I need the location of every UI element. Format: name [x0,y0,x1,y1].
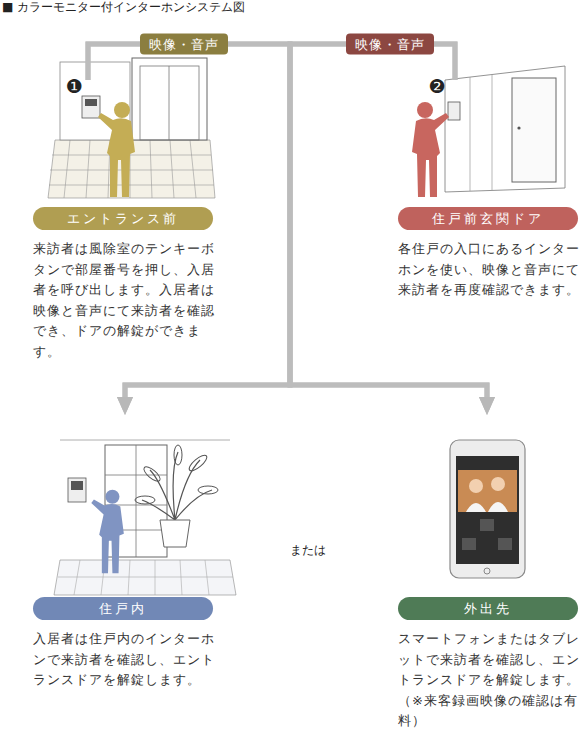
phone-screen [456,456,519,564]
scene-label-pill: 住戸前玄関ドア [398,207,578,230]
indoor-monitor [68,478,86,502]
plant-leaf [198,486,218,494]
floor-lines [58,560,233,595]
entrance-door [132,58,207,140]
scene-description: （※来客録画映像の確認は有料） [398,691,579,731]
front-door-illustration [412,66,565,197]
scene-description: 各住戸の入口にあるインターホンを使い、映像と音声にて来訪者を再度確認できます。 [398,239,579,301]
intercom-screen [85,99,97,106]
corridor-wall [445,66,565,192]
scene-outside: 外出先スマートフォンまたはタブレットで来訪者を確認し、エントランスドアを解錠しま… [395,415,579,731]
visitor-silhouette [412,102,449,197]
intercom-panel [82,96,100,118]
smartphone-illustration [450,440,525,578]
phone-body [450,440,525,578]
plant-leaf [187,453,209,473]
scene-label-pill: 住戸内 [33,597,213,620]
scene-description: 入居者は住戸内のインターホンで来訪者を確認し、エントランスドアを解錠します。 [33,629,216,691]
door-intercom [448,102,460,120]
scene-description: 来訪者は風除室のテンキーボタンで部屋番号を押し、入居者を呼び出します。入居者は映… [33,239,216,362]
visitor-face [469,479,483,493]
plant-leaf [174,445,182,465]
scene-entrance: エントランス前来訪者は風除室のテンキーボタンで部屋番号を押し、入居者を呼び出しま… [30,80,216,375]
callout-number: ❶ [65,75,82,97]
unit-door [512,78,556,182]
visitor-face [491,477,505,491]
signal-label: 映像・音声 [346,34,434,55]
camera-image [458,470,517,512]
ceiling-line [60,440,230,441]
scene-front-door: 住戸前玄関ドア各住戸の入口にあるインターホンを使い、映像と音声にて来訪者を再度確… [395,80,579,305]
door-knob [517,126,520,129]
app-button [498,538,512,550]
scene-indoor: 住戸内入居者は住戸内のインターホンで来訪者を確認し、エントランスドアを解錠します… [30,415,216,700]
app-button [480,519,494,531]
scene-description: スマートフォンまたはタブレットで来訪者を確認し、エントランスドアを解錠します。 [398,629,579,691]
diagram-title: ■ カラーモニター付インターホンシステム図 [2,0,245,15]
scene-label-pill: エントランス前 [33,207,213,230]
door-split [169,66,170,140]
plant-leaf [135,496,155,504]
entrance-illustration [48,58,215,198]
visitor-bodies [466,502,508,512]
resident-silhouette [91,490,124,574]
alternative-note: または [290,542,326,559]
floor [54,560,236,595]
plant-leaf [142,465,162,484]
indoor-illustration [54,440,236,595]
wall-lines [470,74,492,191]
home-button [484,568,490,574]
door-frame [140,66,199,140]
plant-pot [160,520,190,547]
scene-label-pill: 外出先 [398,597,578,620]
signal-label: 映像・音声 [140,34,228,55]
visitor-silhouette [98,102,135,197]
monitor-screen [71,481,83,490]
app-button [462,538,476,550]
callout-number: ❷ [428,75,445,97]
plant-stems [142,452,212,520]
